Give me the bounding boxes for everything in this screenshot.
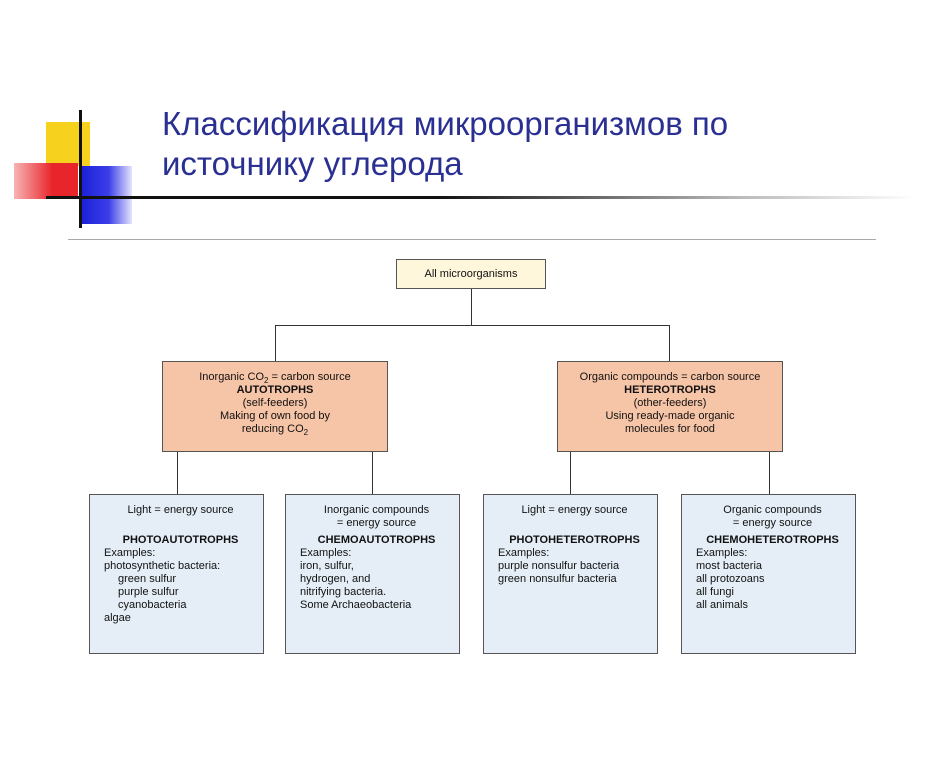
- photoautotrophs-example-1: photosynthetic bacteria:: [104, 560, 221, 572]
- root-node: All microorganisms: [396, 259, 546, 289]
- connector-to-photoheterotrophs: [570, 452, 571, 494]
- photoautotrophs-title: PHOTOAUTOTROPHS: [122, 534, 239, 546]
- connector-to-chemoautotrophs: [372, 452, 373, 494]
- photoheterotrophs-examples-label: Examples:: [498, 547, 550, 559]
- photoheterotrophs-node: Light = energy source PHOTOHETEROTROPHS …: [483, 494, 658, 654]
- chemoautotrophs-examples-label: Examples:: [300, 547, 352, 559]
- connector-top-horizontal: [275, 325, 670, 326]
- autotrophs-desc1: Making of own food by: [219, 410, 331, 422]
- photoautotrophs-example-4: cyanobacteria: [118, 599, 187, 611]
- photoheterotrophs-title: PHOTOHETEROTROPHS: [509, 534, 640, 546]
- connector-to-autotrophs: [275, 325, 276, 361]
- photoautotrophs-example-5: algae: [104, 612, 131, 624]
- connector-to-heterotrophs: [669, 325, 670, 361]
- heterotrophs-subtitle: (other-feeders): [633, 397, 707, 409]
- spacer: [104, 517, 257, 534]
- heterotrophs-node: Organic compounds = carbon source HETERO…: [557, 361, 783, 452]
- chemoautotrophs-example-1: iron, sulfur,: [300, 560, 354, 572]
- chemoautotrophs-example-4: Some Archaeobacteria: [300, 599, 412, 611]
- heterotrophs-desc1: Using ready-made organic: [605, 410, 735, 422]
- slide-title-line1: Классификация микроорганизмов по: [162, 105, 729, 142]
- spacer: [498, 517, 651, 534]
- decor-vertical-line: [79, 110, 82, 228]
- heterotrophs-desc2: molecules for food: [625, 423, 715, 435]
- decor-yellow-square: [46, 122, 90, 166]
- heterotrophs-carbon-source: Organic compounds = carbon source: [579, 371, 761, 383]
- photoautotrophs-source: Light = energy source: [127, 504, 234, 516]
- chemoheterotrophs-example-1: most bacteria: [696, 560, 763, 572]
- slide-title: Классификация микроорганизмов по источни…: [162, 104, 882, 184]
- autotrophs-node: Inorganic CO2 = carbon source AUTOTROPHS…: [162, 361, 388, 452]
- photoautotrophs-example-3: purple sulfur: [118, 586, 179, 598]
- connector-to-chemoheterotrophs: [769, 452, 770, 494]
- photoautotrophs-examples-label: Examples:: [104, 547, 156, 559]
- autotrophs-desc2-text: reducing CO: [241, 423, 304, 435]
- autotrophs-subtitle: (self-feeders): [242, 397, 308, 409]
- chemoheterotrophs-source-1: Organic compounds: [723, 504, 822, 516]
- decor-red-square: [14, 163, 78, 199]
- chemoautotrophs-example-3: nitrifying bacteria.: [300, 586, 387, 598]
- chemoautotrophs-source-1: Inorganic compounds: [323, 504, 430, 516]
- photoautotrophs-node: Light = energy source PHOTOAUTOTROPHS Ex…: [89, 494, 264, 654]
- title-underline: [46, 196, 916, 199]
- decor-blue-square: [80, 166, 132, 224]
- photoheterotrophs-example-2: green nonsulfur bacteria: [498, 573, 617, 585]
- connector-root-down: [471, 289, 472, 325]
- chemoheterotrophs-source-2: = energy source: [732, 517, 813, 529]
- slide-title-line2: источнику углерода: [162, 145, 463, 182]
- chemoheterotrophs-examples-label: Examples:: [696, 547, 748, 559]
- root-label: All microorganisms: [424, 268, 518, 280]
- chemoheterotrophs-example-3: all fungi: [696, 586, 734, 598]
- connector-to-photoautotrophs: [177, 452, 178, 494]
- photoautotrophs-example-2: green sulfur: [118, 573, 177, 585]
- separator-rule: [68, 239, 876, 240]
- photoheterotrophs-source: Light = energy source: [521, 504, 628, 516]
- autotrophs-carbon-source: Inorganic CO2 = carbon source: [163, 371, 387, 386]
- autotrophs-desc2-sub: 2: [303, 428, 309, 438]
- chemoheterotrophs-example-2: all protozoans: [696, 573, 765, 585]
- autotrophs-desc2: reducing CO2: [163, 423, 387, 438]
- chemoautotrophs-title: CHEMOAUTOTROPHS: [317, 534, 436, 546]
- photoheterotrophs-example-1: purple nonsulfur bacteria: [498, 560, 620, 572]
- autotrophs-title: AUTOTROPHS: [236, 384, 314, 396]
- autotrophs-carbon-text: Inorganic CO: [199, 371, 265, 383]
- chemoautotrophs-example-2: hydrogen, and: [300, 573, 371, 585]
- autotrophs-carbon-sub: 2: [264, 376, 269, 386]
- chemoautotrophs-node: Inorganic compounds = energy source CHEM…: [285, 494, 460, 654]
- chemoautotrophs-source-2: = energy source: [336, 517, 417, 529]
- autotrophs-carbon-suffix: = carbon source: [268, 371, 351, 383]
- chemoheterotrophs-example-4: all animals: [696, 599, 748, 611]
- chemoheterotrophs-title: CHEMOHETEROTROPHS: [706, 534, 839, 546]
- chemoheterotrophs-node: Organic compounds = energy source CHEMOH…: [681, 494, 856, 654]
- heterotrophs-title: HETEROTROPHS: [624, 384, 716, 396]
